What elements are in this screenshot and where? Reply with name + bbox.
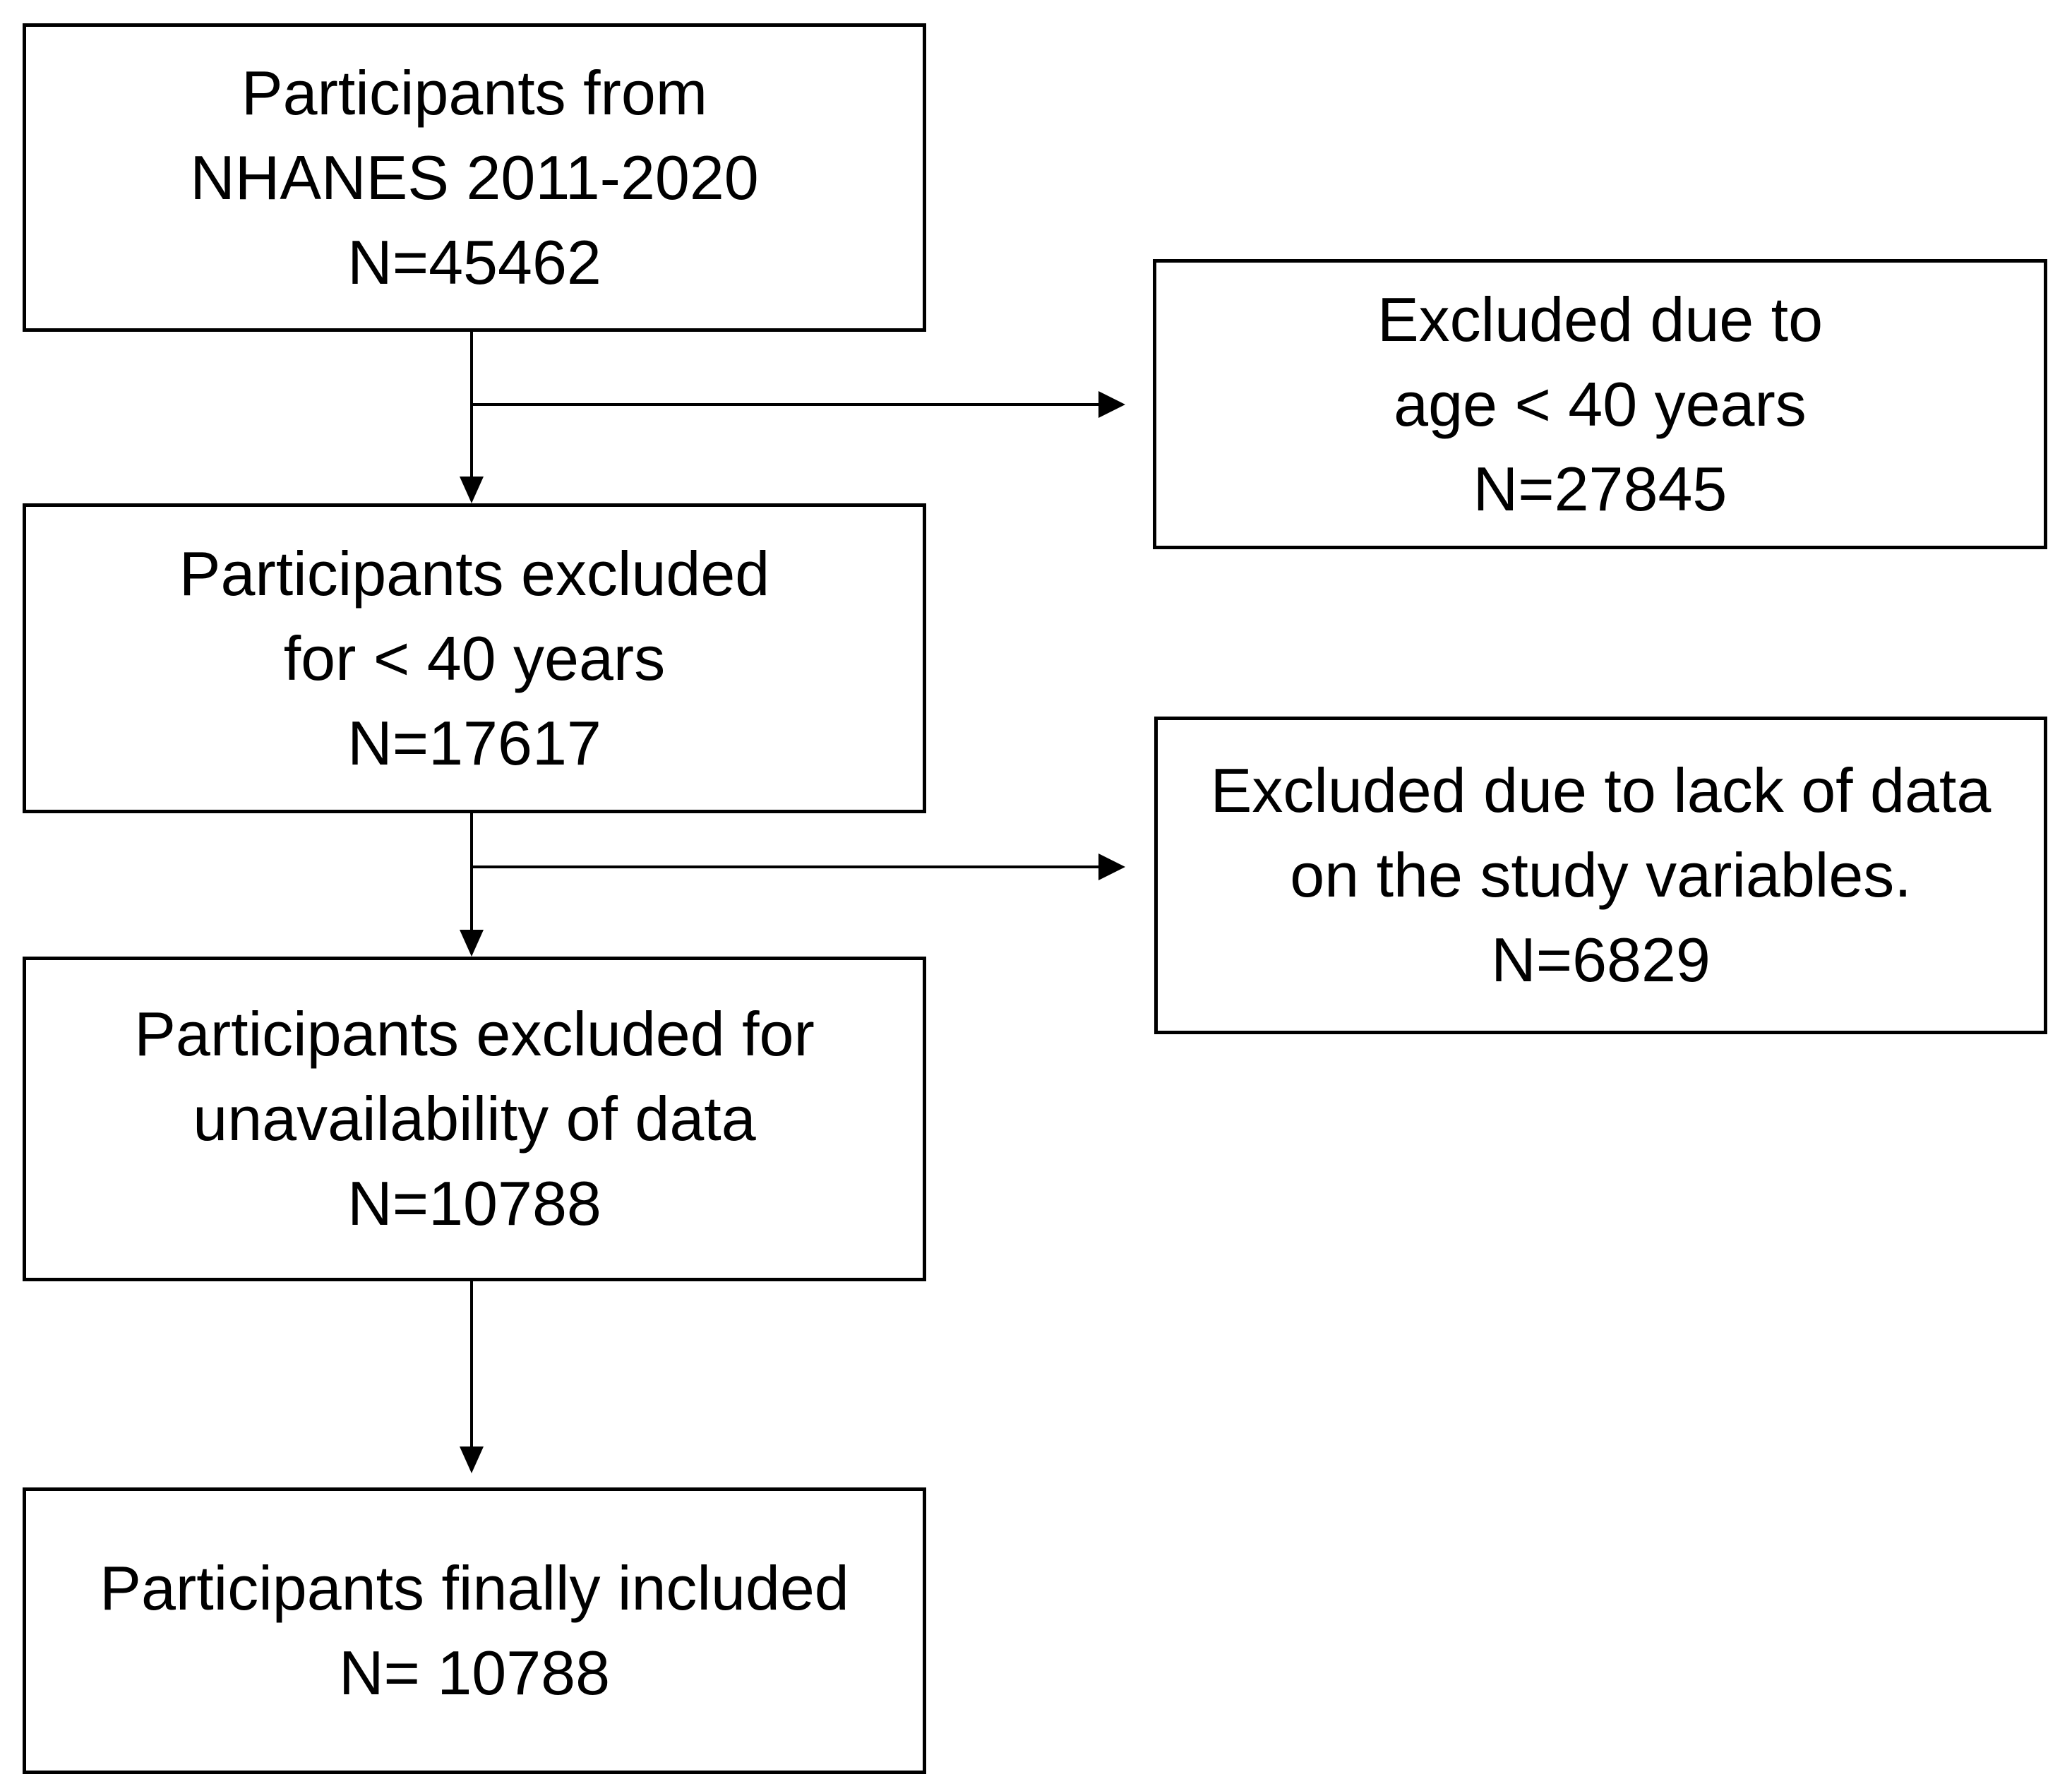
box-text-line: Excluded due to: [1377, 284, 1824, 354]
flow-box-age-excluded-pool: Participants excluded for < 40 years N=1…: [23, 503, 926, 813]
branch-to-excluded-age-arrowhead-icon: [1098, 391, 1125, 418]
flow-box-excluded-age: Excluded due to age < 40 years N=27845: [1153, 259, 2047, 549]
connector-data-pool-to-final-line: [470, 1281, 473, 1446]
box-text-line: NHANES 2011-2020: [190, 142, 759, 212]
box-text-line: Participants excluded for: [134, 999, 815, 1069]
box-text-line: N=27845: [1473, 453, 1727, 524]
box-text-line: N= 10788: [338, 1638, 611, 1708]
box-text-line: unavailability of data: [193, 1084, 756, 1154]
branch-to-excluded-age-line: [470, 403, 1098, 406]
box-text-line: for < 40 years: [283, 623, 666, 693]
box-text-line: Participants excluded: [179, 538, 770, 609]
connector-age-pool-to-data-pool-line: [470, 813, 473, 930]
box-text-line: Excluded due to lack of data: [1210, 755, 1992, 825]
flow-box-source-population: Participants from NHANES 2011-2020 N=454…: [23, 23, 926, 332]
connector-source-to-age-pool-arrowhead-icon: [460, 477, 484, 503]
box-text-line: Participants from: [241, 57, 708, 128]
flow-box-excluded-data: Excluded due to lack of data on the stud…: [1154, 717, 2047, 1034]
box-text-line: Participants finally included: [100, 1553, 849, 1623]
flow-box-data-excluded-pool: Participants excluded for unavailability…: [23, 957, 926, 1281]
connector-age-pool-to-data-pool-arrowhead-icon: [460, 930, 484, 957]
connector-data-pool-to-final-arrowhead-icon: [460, 1446, 484, 1473]
branch-to-excluded-data-line: [470, 865, 1098, 868]
box-text-line: on the study variables.: [1290, 840, 1912, 910]
box-text-line: age < 40 years: [1394, 369, 1807, 439]
flow-box-final-included: Participants finally included N= 10788: [23, 1487, 926, 1774]
branch-to-excluded-data-arrowhead-icon: [1098, 853, 1125, 880]
box-text-line: N=10788: [347, 1168, 601, 1238]
box-text-line: N=45462: [347, 227, 601, 297]
box-text-line: N=17617: [347, 707, 601, 778]
box-text-line: N=6829: [1491, 925, 1711, 995]
